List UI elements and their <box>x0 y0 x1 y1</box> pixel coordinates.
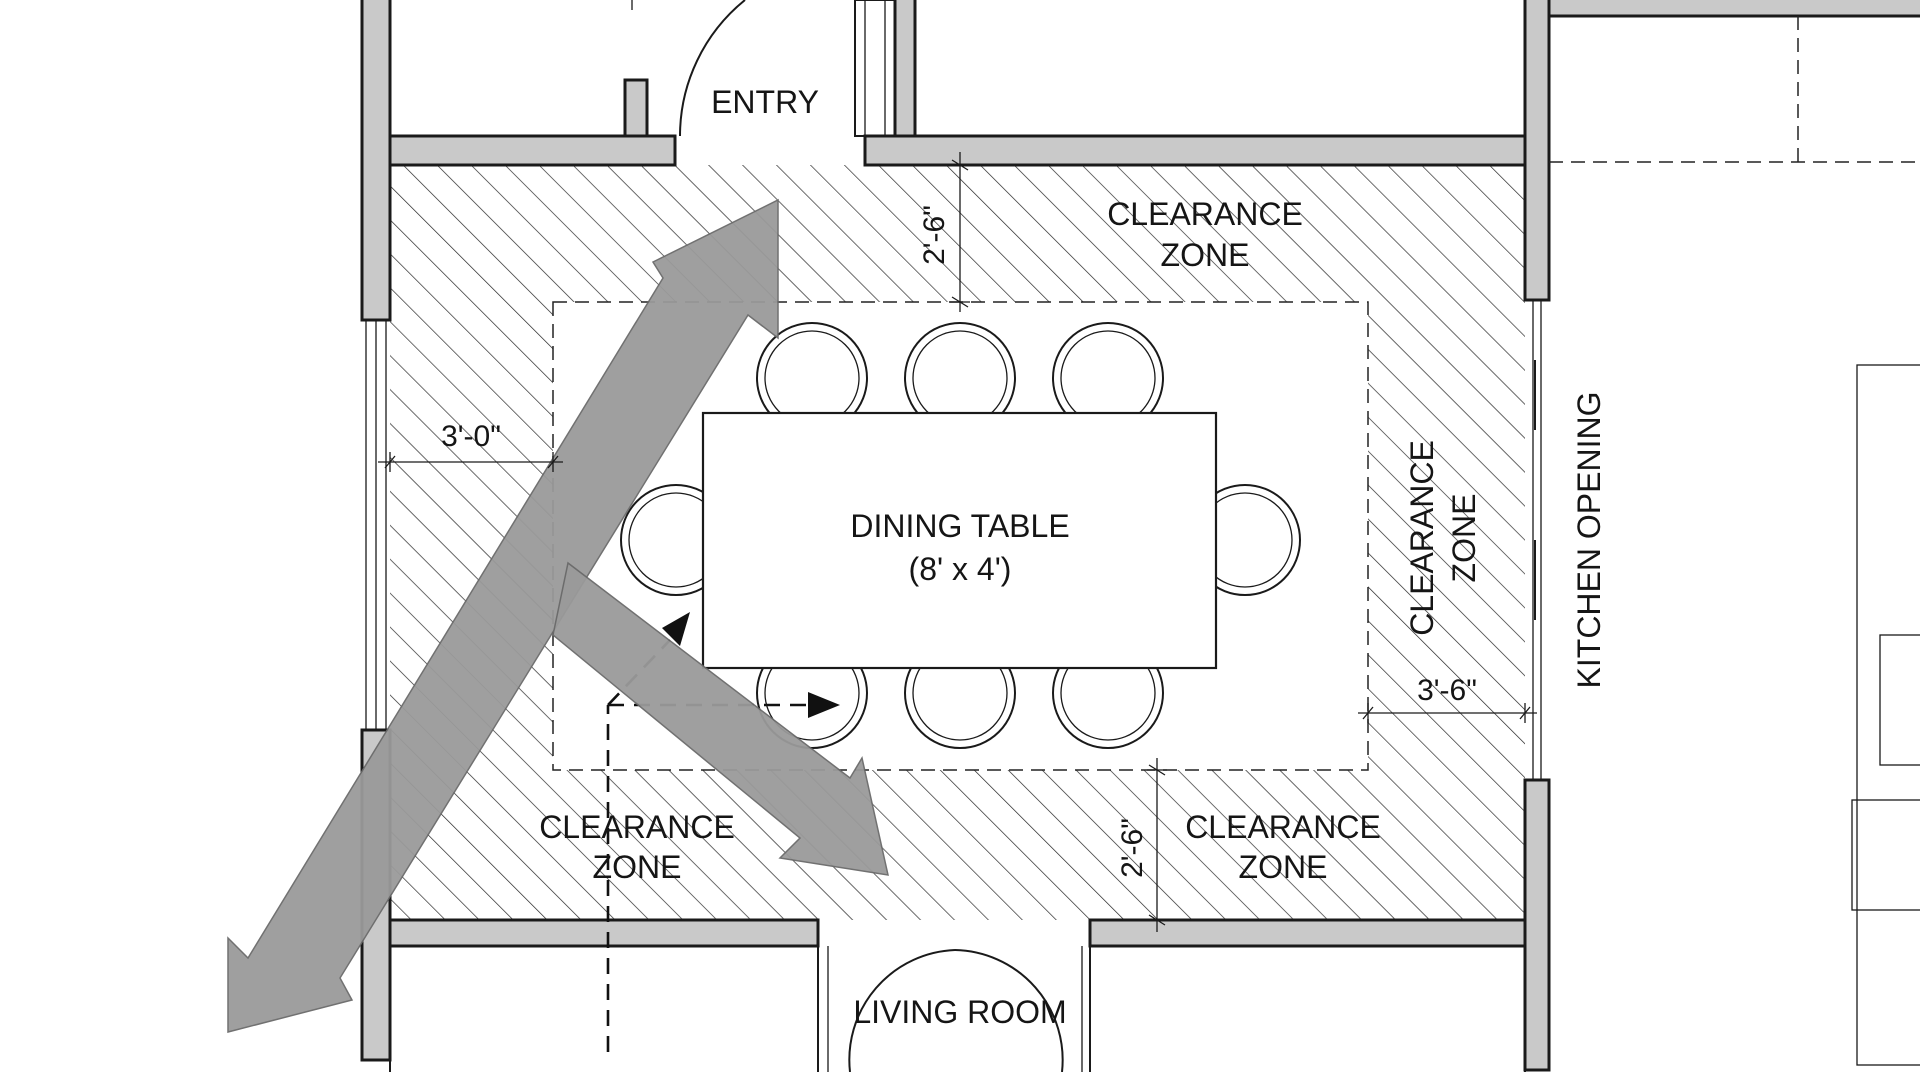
clearance-label: ZONE <box>1239 849 1328 885</box>
clearance-label: CLEARANCE <box>1185 809 1381 845</box>
arrowhead-icon <box>808 692 840 718</box>
dimension-left-label: 3'-0" <box>441 420 501 453</box>
dining-table-label: DINING TABLE <box>850 508 1069 544</box>
clearance-label: CLEARANCE <box>539 809 735 845</box>
clearance-label: ZONE <box>593 849 682 885</box>
living-room-label: LIVING ROOM <box>853 994 1066 1030</box>
dining-table <box>701 411 1218 670</box>
dimension-bottom-label: 2'-6" <box>1116 818 1149 878</box>
traffic-arrow <box>227 198 779 1033</box>
clearance-hatch <box>390 165 1525 920</box>
dimension-left <box>378 452 563 472</box>
dimension-bottom <box>1147 758 1167 932</box>
clearance-label: CLEARANCE <box>1404 440 1440 636</box>
clearance-label: ZONE <box>1446 494 1482 583</box>
living-room-doors <box>827 946 1083 1072</box>
dimension-top-label: 2'-6" <box>918 205 951 265</box>
dimension-top <box>950 152 970 312</box>
kitchen-opening-label: KITCHEN OPENING <box>1571 392 1607 689</box>
arrowhead-icon <box>662 612 690 646</box>
clearance-label: CLEARANCE <box>1107 196 1303 232</box>
traffic-arrow <box>552 561 889 876</box>
entry-door <box>631 0 746 165</box>
clearance-zone-bottom-right: CLEARANCE ZONE <box>1185 809 1381 885</box>
kitchen-area <box>1532 16 1920 1066</box>
traffic-flow-arrows <box>227 198 889 1033</box>
clearance-zone-top: CLEARANCE ZONE <box>1107 196 1303 273</box>
clearance-zone-right: CLEARANCE ZONE <box>1404 440 1482 636</box>
clearance-zone-bottom-left: CLEARANCE ZONE <box>539 809 735 885</box>
entry-label: ENTRY <box>711 84 819 120</box>
dimension-right-label: 3'-6" <box>1417 674 1477 707</box>
dining-table-size: (8' x 4') <box>909 551 1012 587</box>
clearance-label: ZONE <box>1161 237 1250 273</box>
dimension-right <box>1358 703 1537 723</box>
room-lines <box>365 0 1526 1072</box>
